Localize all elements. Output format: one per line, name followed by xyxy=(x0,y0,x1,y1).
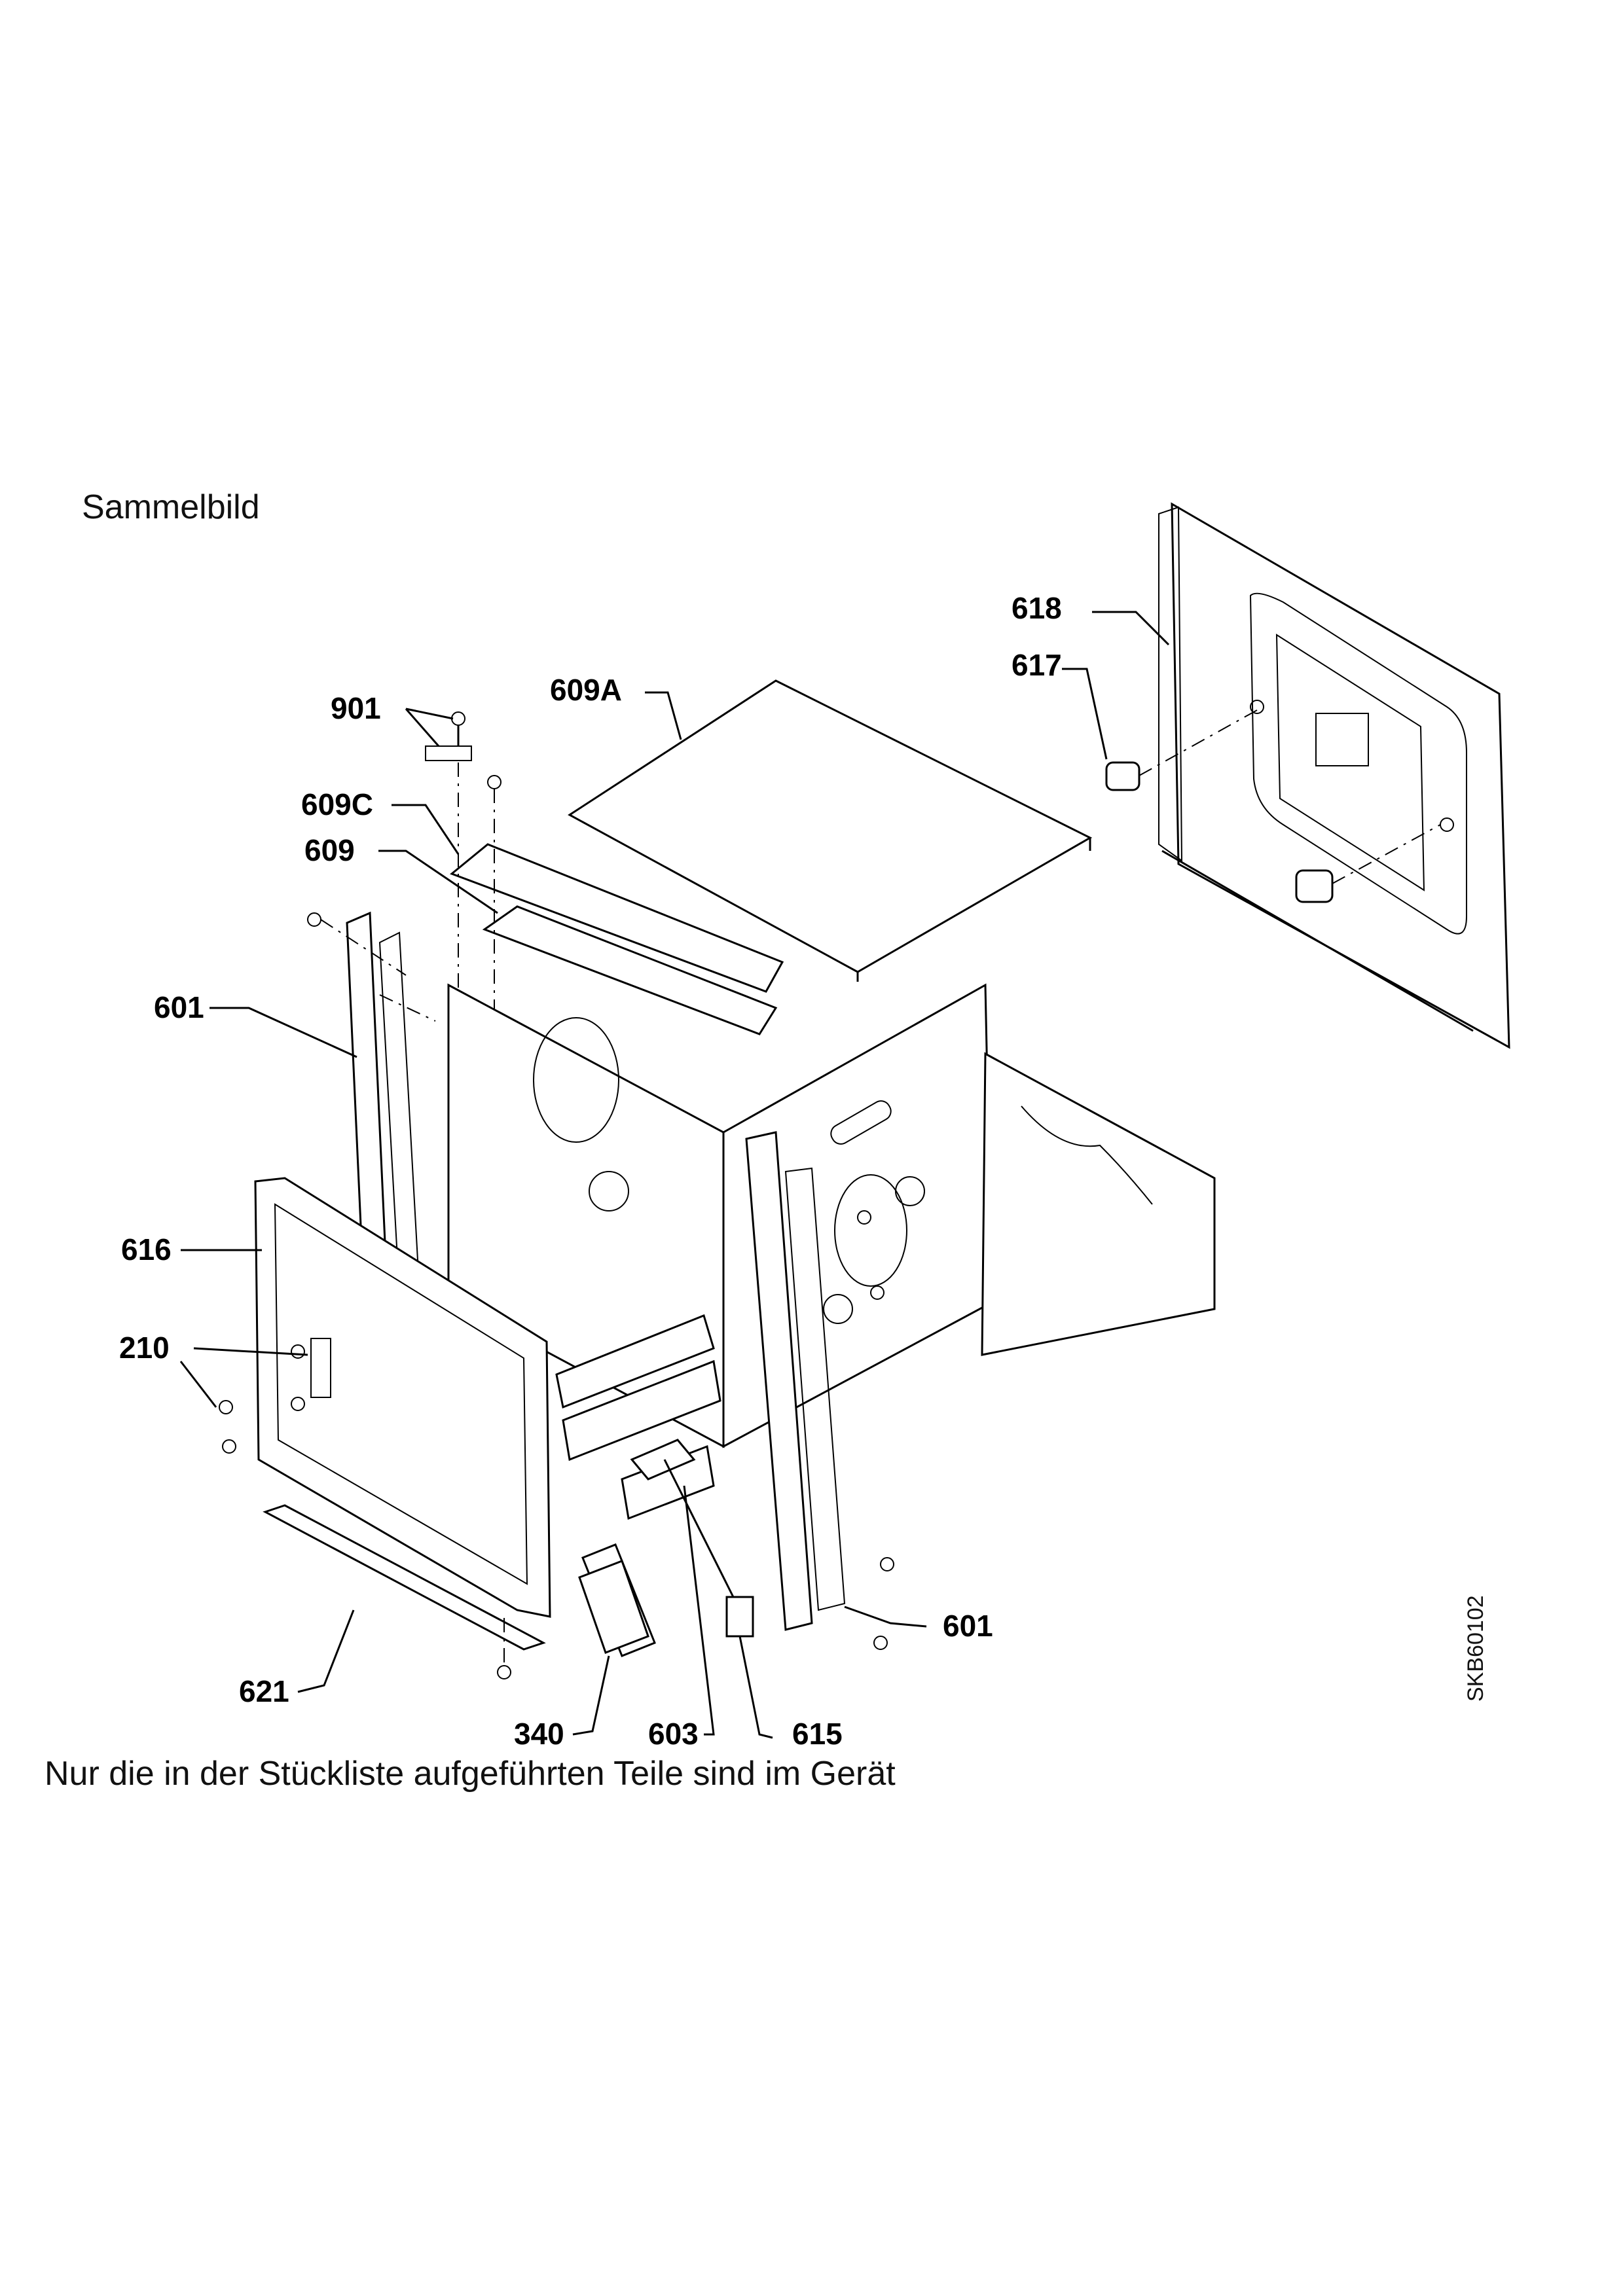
leader-lines xyxy=(179,611,1170,1739)
callout-609C: 609C xyxy=(301,787,373,821)
callout-901: 901 xyxy=(331,691,381,725)
callout-601-left: 601 xyxy=(154,990,204,1024)
bottom-rail-621 xyxy=(263,1504,546,1679)
bracket-609 xyxy=(482,905,778,1035)
front-frame-616 xyxy=(219,1177,551,1618)
callout-601-right: 601 xyxy=(943,1609,993,1643)
parts-note: Nur die in der Stückliste aufgeführten T… xyxy=(45,1755,896,1793)
hinge-615 xyxy=(725,1596,754,1638)
top-cover-609A xyxy=(568,679,1093,982)
bracket-609C xyxy=(450,843,784,993)
page-title: Sammelbild xyxy=(82,488,260,526)
callout-210: 210 xyxy=(119,1331,170,1365)
callout-609: 609 xyxy=(304,833,355,867)
callout-621: 621 xyxy=(239,1674,289,1708)
callout-618: 618 xyxy=(1012,591,1062,625)
callout-616: 616 xyxy=(121,1232,172,1266)
side-rail-601-right xyxy=(745,1131,894,1650)
knob-617 xyxy=(1105,709,1441,903)
callout-603: 603 xyxy=(648,1717,699,1751)
callout-615: 615 xyxy=(792,1717,843,1751)
rear-panel-618 xyxy=(1158,502,1510,1049)
callout-609A: 609A xyxy=(550,673,622,707)
base-tray xyxy=(981,1052,1216,1356)
part-callouts: 618 617 901 609A 609C 609 601 616 210 62… xyxy=(119,591,1062,1751)
hinge-603 xyxy=(630,1439,735,1598)
callout-617: 617 xyxy=(1012,648,1062,682)
cover-plate-340 xyxy=(578,1560,649,1654)
callout-340: 340 xyxy=(514,1717,564,1751)
